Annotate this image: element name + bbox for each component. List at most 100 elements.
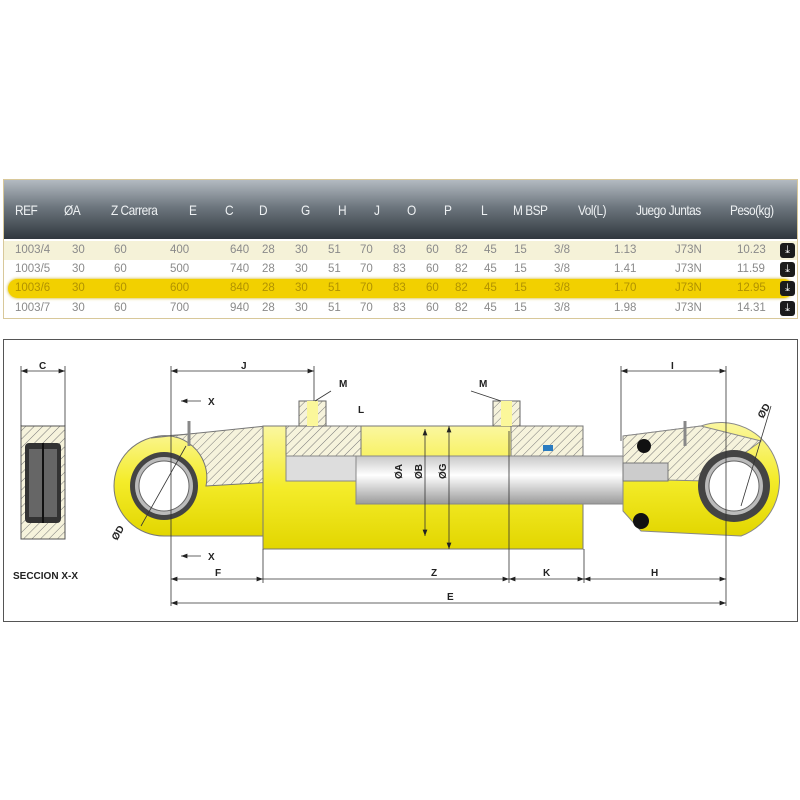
front-clevis (622, 421, 780, 537)
table-cell: 70 (360, 282, 373, 294)
table-cell: 400 (170, 244, 190, 256)
table-cell: 1.98 (614, 302, 637, 314)
table-cell: 70 (360, 244, 373, 256)
table-cell: 82 (455, 302, 468, 314)
label-k: K (543, 568, 551, 579)
table-cell: 82 (455, 282, 468, 294)
table-cell: 3/8 (554, 302, 570, 314)
table-cell: 83 (393, 282, 406, 294)
table-cell: 28 (262, 282, 275, 294)
table-cell: 30 (72, 282, 85, 294)
column-header: E (189, 202, 197, 218)
label-og: ØG (438, 463, 449, 479)
table-cell: 1.70 (614, 282, 637, 294)
table-cell: 11.59 (737, 263, 765, 275)
table-cell: 3/8 (554, 244, 570, 256)
table-cell: 30 (72, 244, 85, 256)
label-i: I (671, 361, 674, 372)
column-header: D (259, 202, 268, 218)
column-header: Juego Juntas (636, 202, 701, 218)
label-f: F (215, 568, 221, 579)
table-cell: 640 (230, 244, 250, 256)
table-cell: J73N (675, 282, 702, 294)
table-cell: 60 (114, 263, 127, 275)
table-cell: 1003/6 (15, 282, 51, 294)
table-cell: 840 (230, 282, 250, 294)
table-cell: 82 (455, 244, 468, 256)
table-cell: 45 (484, 282, 497, 294)
table-cell: 30 (295, 302, 308, 314)
column-header: G (301, 202, 310, 218)
table-cell: 15 (514, 302, 527, 314)
section-title: SECCION X-X (13, 571, 78, 582)
table-cell: 60 (426, 263, 439, 275)
table-cell: 60 (114, 282, 127, 294)
table-cell: 12.95 (737, 282, 766, 294)
table-cell: 15 (514, 282, 527, 294)
label-l: L (358, 405, 364, 416)
download-icon[interactable]: ⤓ (780, 243, 795, 258)
table-cell: 28 (262, 302, 275, 314)
label-m-rear: M (339, 379, 347, 390)
table-cell: J73N (675, 263, 702, 275)
cylinder-technical-drawing: C J M M I L X X ØD ØD ØA ØB ØG SECCION X… (3, 339, 798, 622)
table-cell: 30 (72, 302, 85, 314)
label-m-front: M (479, 379, 487, 390)
download-icon[interactable]: ⤓ (780, 281, 795, 296)
table-cell: 83 (393, 244, 406, 256)
table-cell: 15 (514, 263, 527, 275)
column-header: Vol(L) (578, 202, 607, 218)
table-cell: 28 (262, 263, 275, 275)
drawing-svg: C J M M I L X X ØD ØD ØA ØB ØG SECCION X… (13, 361, 780, 606)
table-cell: 30 (295, 244, 308, 256)
section-x-x (20, 425, 66, 540)
table-cell: 45 (484, 263, 497, 275)
table-cell: 700 (170, 302, 190, 314)
column-header: Z Carrera (111, 202, 158, 218)
table-cell: 1.13 (614, 244, 637, 256)
label-od-front: ØD (756, 402, 773, 420)
table-cell: 70 (360, 263, 373, 275)
label-od-rear: ØD (110, 524, 127, 542)
rear-eye (113, 421, 292, 537)
label-x-top: X (208, 397, 215, 408)
column-header: M BSP (513, 202, 548, 218)
table-cell: 3/8 (554, 282, 570, 294)
column-header: P (444, 202, 452, 218)
table-cell: 28 (262, 244, 275, 256)
table-cell: 10.23 (737, 244, 766, 256)
column-header: O (407, 202, 416, 218)
table-cell: 1003/7 (15, 302, 51, 314)
table-cell: 14.31 (737, 302, 766, 314)
table-cell: 30 (295, 263, 308, 275)
table-cell: 45 (484, 302, 497, 314)
download-icon[interactable]: ⤓ (780, 301, 795, 316)
table-cell: 1003/5 (15, 263, 51, 275)
column-header: H (338, 202, 347, 218)
table-cell: J73N (675, 302, 702, 314)
dimension-lines (20, 366, 772, 606)
column-header: Peso(kg) (730, 202, 774, 218)
column-header: REF (15, 202, 38, 218)
label-c: C (39, 361, 46, 372)
label-j: J (241, 361, 247, 372)
label-ob: ØB (414, 464, 425, 479)
table-cell: 51 (328, 302, 341, 314)
table-cell: 70 (360, 302, 373, 314)
table-cell: 740 (230, 263, 250, 275)
table-cell: 15 (514, 244, 527, 256)
download-icon[interactable]: ⤓ (780, 262, 795, 277)
table-cell: 30 (72, 263, 85, 275)
column-header: J (374, 202, 380, 218)
table-cell: 82 (455, 263, 468, 275)
label-e: E (447, 592, 454, 603)
table-cell: 1.41 (614, 263, 637, 275)
table-cell: 83 (393, 302, 406, 314)
piston-rod (355, 455, 625, 505)
